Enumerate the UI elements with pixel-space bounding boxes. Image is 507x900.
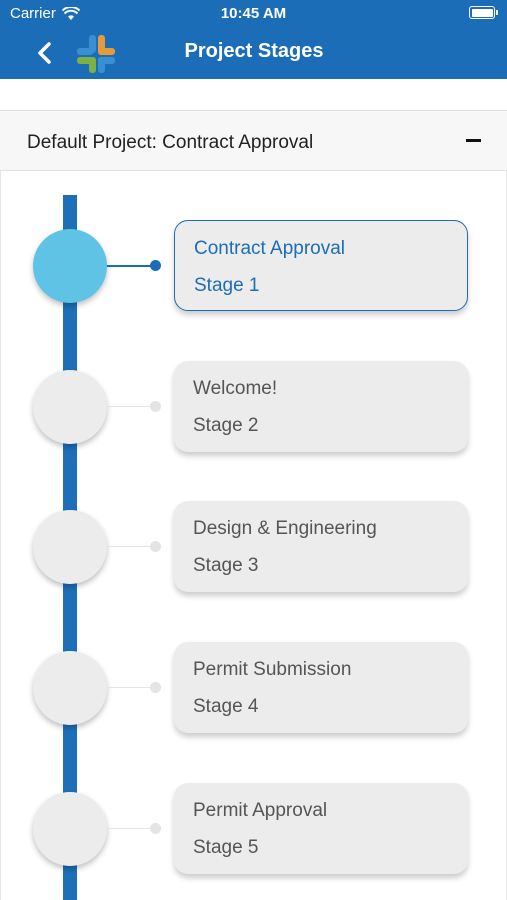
stage-title: Contract Approval: [194, 238, 346, 259]
stage-title: Permit Approval: [193, 800, 328, 821]
stage-item: Permit Approval Stage 5: [0, 783, 507, 875]
stage-subtitle: Stage 2: [193, 415, 259, 436]
stage-title: Design & Engineering: [193, 518, 377, 539]
stage-subtitle: Stage 4: [193, 696, 259, 717]
project-title: Default Project: Contract Approval: [27, 132, 314, 153]
stage-title: Welcome!: [193, 378, 278, 399]
stage-connector-dot: [150, 682, 161, 693]
stage-node[interactable]: [33, 370, 107, 444]
minus-icon[interactable]: [466, 139, 481, 142]
status-time: 10:45 AM: [220, 5, 287, 22]
carrier-info: Carrier: [10, 5, 80, 22]
stage-connector-dot: [150, 541, 161, 552]
status-bar: Carrier 10:45 AM: [0, 0, 507, 28]
stage-subtitle: Stage 5: [193, 837, 259, 858]
stage-subtitle: Stage 1: [194, 275, 260, 296]
stage-connector-dot: [150, 260, 161, 271]
project-section-header[interactable]: Default Project: Contract Approval: [0, 110, 507, 171]
app-logo-icon: [77, 35, 115, 73]
stage-connector: [107, 687, 155, 688]
stage-card[interactable]: Permit Submission Stage 4: [174, 642, 468, 733]
stage-item: Design & Engineering Stage 3: [0, 501, 507, 593]
stage-title: Permit Submission: [193, 659, 352, 680]
stage-connector: [107, 406, 155, 407]
top-bar: Carrier 10:45 AM Project Stages: [0, 0, 507, 79]
battery-icon: [469, 6, 498, 19]
stage-connector: [107, 828, 155, 829]
stage-subtitle: Stage 3: [193, 555, 259, 576]
stage-item: Contract Approval Stage 1: [0, 220, 507, 312]
stage-connector-dot: [150, 823, 161, 834]
carrier-label: Carrier: [10, 5, 56, 22]
navigation-bar: Project Stages: [0, 28, 507, 79]
wifi-icon: [61, 6, 80, 20]
stage-card[interactable]: Contract Approval Stage 1: [174, 220, 468, 311]
stage-connector: [107, 265, 155, 267]
stage-connector: [107, 546, 155, 547]
stage-card[interactable]: Permit Approval Stage 5: [174, 783, 468, 874]
stage-node[interactable]: [33, 792, 107, 866]
stage-card[interactable]: Welcome! Stage 2: [174, 361, 468, 452]
stage-item: Welcome! Stage 2: [0, 361, 507, 453]
stage-connector-dot: [150, 401, 161, 412]
stage-card[interactable]: Design & Engineering Stage 3: [174, 501, 468, 592]
page-title: Project Stages: [184, 40, 324, 62]
chevron-left-icon[interactable]: [32, 40, 58, 66]
spacer: [0, 79, 507, 110]
stage-node[interactable]: [33, 229, 107, 303]
stage-node[interactable]: [33, 651, 107, 725]
stage-item: Permit Submission Stage 4: [0, 642, 507, 734]
stage-node[interactable]: [33, 510, 107, 584]
